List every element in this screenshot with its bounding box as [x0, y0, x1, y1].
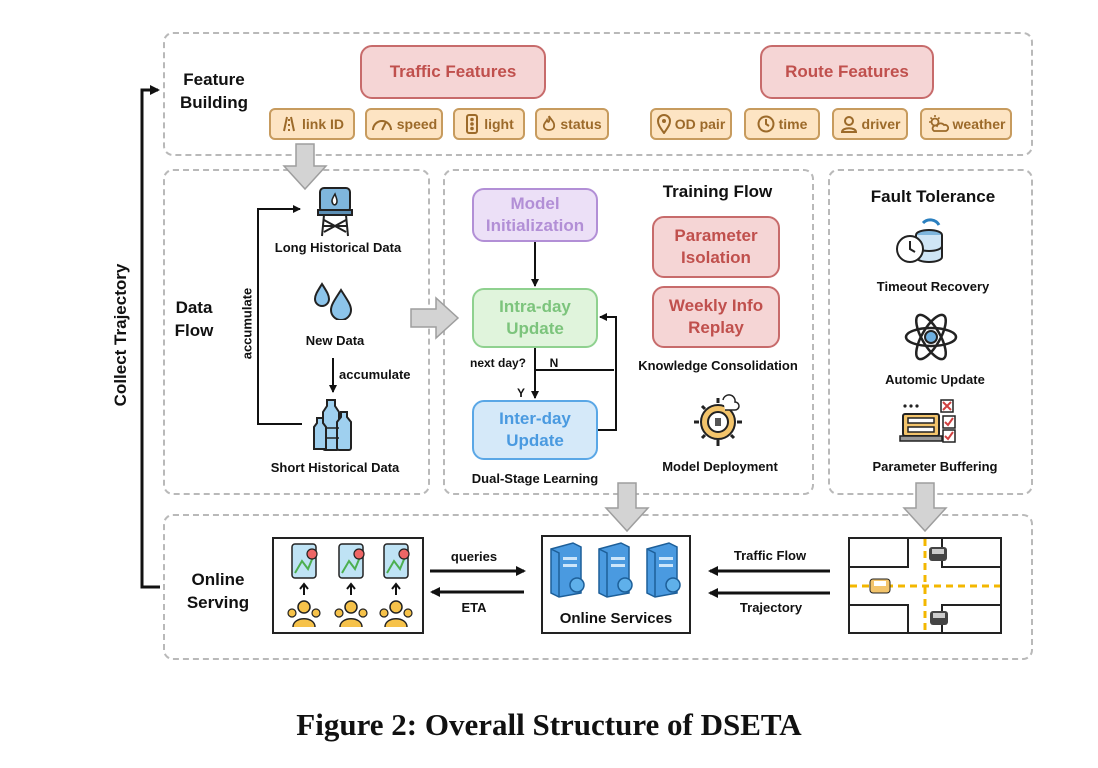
queries-label: queries — [450, 549, 498, 564]
chip-label: time — [778, 116, 808, 132]
model-deployment-label: Model Deployment — [662, 459, 778, 474]
users-with-phones-icon — [287, 543, 413, 628]
weather-icon — [928, 115, 949, 132]
long-historical-data-label: Long Historical Data — [274, 240, 402, 255]
feature-building-title: Feature Building — [180, 70, 248, 112]
chip-light: light — [453, 108, 525, 140]
short-historical-data-label: Short Historical Data — [270, 460, 400, 475]
speedometer-icon — [371, 120, 392, 131]
chip-driver: driver — [832, 108, 908, 140]
clock-icon — [757, 115, 775, 133]
trajectory-label: Trajectory — [739, 600, 803, 615]
chip-status: status — [535, 108, 609, 140]
chip-link-id: link ID — [269, 108, 355, 140]
chip-label: weather — [952, 116, 1006, 132]
feature-building-panel — [163, 32, 1033, 156]
chip-label: link ID — [301, 116, 344, 132]
water-drops-icon — [313, 282, 353, 320]
users-panel — [272, 537, 424, 634]
chip-speed: speed — [365, 108, 443, 140]
next-day-label: next day? — [469, 356, 526, 370]
traffic-light-icon — [466, 114, 479, 134]
weekly-info-replay-box: Weekly Info Replay — [652, 286, 780, 348]
timeout-recovery-icon — [896, 218, 943, 263]
servers-icon — [550, 542, 681, 598]
route-features-header: Route Features — [760, 45, 934, 99]
fault-tolerance-title: Fault Tolerance — [870, 187, 996, 206]
feature-to-data-arrow — [282, 143, 328, 191]
fault-to-serving-arrow — [902, 482, 948, 533]
model-initialization-box: Model Initialization — [472, 188, 598, 242]
eta-label: ETA — [461, 600, 487, 615]
new-data-label: New Data — [305, 333, 365, 348]
online-services-panel: Online Services — [541, 535, 691, 634]
training-to-serving-arrow — [604, 482, 650, 533]
flame-icon — [543, 115, 556, 131]
traffic-scene-panel — [848, 537, 1002, 634]
road-icon — [283, 116, 295, 132]
data-to-training-arrow — [410, 296, 460, 340]
online-serving-title: Online Serving — [186, 570, 250, 612]
chip-label: status — [560, 116, 602, 132]
online-serving-panel — [163, 514, 1033, 660]
location-pin-icon — [656, 114, 671, 134]
knowledge-consolidation-label: Knowledge Consolidation — [638, 358, 798, 373]
figure-caption: Figure 2: Overall Structure of DSETA — [296, 707, 802, 742]
atom-icon — [904, 313, 958, 361]
data-flow-title: Data Flow — [174, 298, 214, 340]
automic-update-label: Automic Update — [885, 372, 985, 387]
water-tower-icon — [317, 187, 353, 237]
parameter-buffering-icon — [899, 399, 956, 443]
traffic-features-header: Traffic Features — [360, 45, 546, 99]
chip-od-pair: OD pair — [650, 108, 732, 140]
inter-day-update-box: Inter-day Update — [472, 400, 598, 460]
driver-icon — [840, 116, 857, 133]
chip-time: time — [744, 108, 820, 140]
dual-stage-learning-label: Dual-Stage Learning — [471, 471, 599, 486]
traffic-flow-label: Traffic Flow — [733, 548, 807, 563]
parameter-isolation-box: Parameter Isolation — [652, 216, 780, 278]
accumulate-mid-label: accumulate — [339, 367, 411, 382]
chip-label: light — [484, 116, 514, 132]
chip-label: OD pair — [674, 116, 726, 132]
parameter-buffering-label: Parameter Buffering — [872, 459, 998, 474]
chip-label: speed — [396, 116, 438, 132]
intersection-icon — [850, 539, 1000, 632]
intra-day-update-box: Intra-day Update — [472, 288, 598, 348]
chip-label: driver — [861, 116, 901, 132]
online-services-label: Online Services — [559, 610, 673, 627]
y-label: Y — [516, 386, 525, 400]
timeout-recovery-label: Timeout Recovery — [876, 279, 990, 294]
model-deployment-icon — [694, 394, 742, 446]
training-flow-title: Training Flow — [662, 182, 773, 201]
chip-weather: weather — [920, 108, 1012, 140]
water-bottles-icon — [313, 399, 352, 451]
n-label: N — [549, 356, 559, 370]
